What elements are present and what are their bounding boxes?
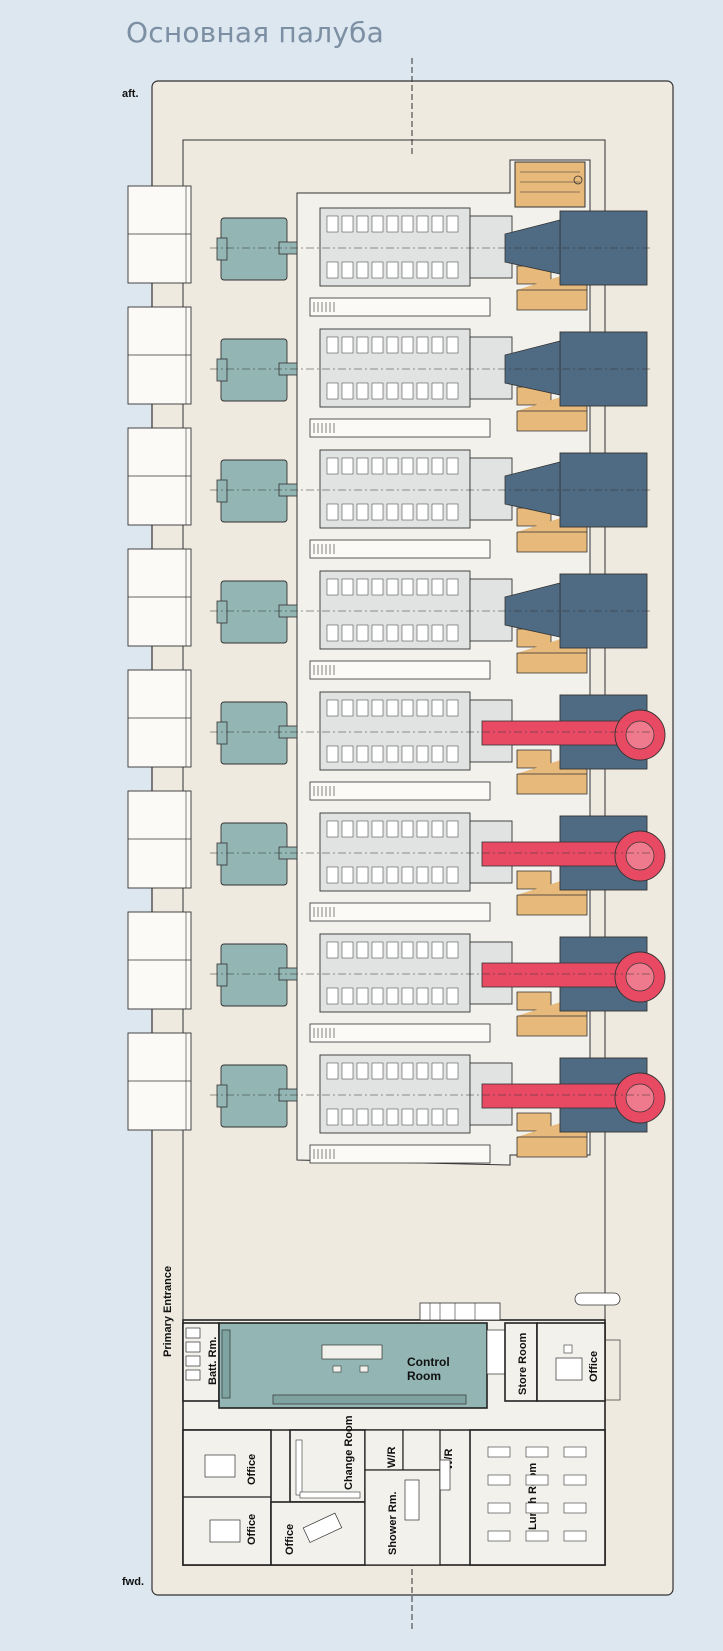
lunch-table (487, 1446, 511, 1458)
engine-rows (210, 207, 666, 1164)
engine-row (210, 933, 666, 1043)
enclosures (127, 185, 192, 1131)
engine-row (210, 207, 650, 317)
exhaust-duct (504, 461, 561, 517)
change-room-label: Change Room (343, 1415, 355, 1490)
exhaust-duct (481, 1083, 623, 1109)
lunch-table (487, 1530, 511, 1542)
lunch-room-label: Lunch Room (527, 1463, 539, 1530)
lunch-table (563, 1446, 587, 1458)
control-room (218, 1322, 488, 1409)
lunch-table (563, 1474, 587, 1486)
generator (220, 459, 288, 523)
engine-row (210, 328, 650, 438)
exhaust-duct (481, 841, 623, 867)
aft-marker: aft. (122, 88, 139, 100)
enclosure-box (127, 548, 192, 647)
control-room-label-2: Room (407, 1369, 441, 1383)
walkway (309, 902, 491, 922)
engine-row (210, 449, 650, 559)
enclosure-box (127, 306, 192, 405)
enclosure-box (127, 669, 192, 768)
office-right-label: Office (588, 1351, 600, 1382)
lunch-table (487, 1502, 511, 1514)
walkway (309, 1144, 491, 1164)
generator (220, 822, 288, 886)
engine-row (210, 691, 666, 801)
batt-room-label: Batt. Rm. (207, 1337, 219, 1385)
lunch-table (563, 1502, 587, 1514)
engine-row (210, 812, 666, 922)
shower-room-label: Shower Rm. (387, 1491, 399, 1555)
generator (220, 701, 288, 765)
lunch-table (487, 1474, 511, 1486)
walkway (309, 660, 491, 680)
enclosure-box (127, 427, 192, 526)
walkway (309, 781, 491, 801)
control-room-label-1: Control (407, 1355, 450, 1369)
store-room (504, 1322, 538, 1402)
exhaust-duct (481, 962, 623, 988)
generator (220, 1064, 288, 1128)
enclosure-box (127, 1032, 192, 1131)
generator (220, 943, 288, 1007)
office-c-label: Office (284, 1524, 296, 1555)
office-b-label: Office (246, 1514, 258, 1545)
engine-row (210, 570, 650, 680)
lunch-table (525, 1502, 549, 1514)
engine-row (210, 1054, 666, 1164)
generator (220, 580, 288, 644)
exhaust-duct (504, 340, 561, 396)
enclosure-box (127, 911, 192, 1010)
lunch-table (563, 1530, 587, 1542)
store-room-label: Store Room (517, 1332, 529, 1395)
enclosure-box (127, 790, 192, 889)
fuel-module (514, 161, 586, 208)
lunch-table (525, 1474, 549, 1486)
wr-1 (364, 1429, 404, 1471)
primary-entrance-label: Primary Entrance (162, 1266, 174, 1357)
fwd-marker: fwd. (122, 1576, 144, 1588)
office-a-label: Office (246, 1454, 258, 1485)
generator (220, 338, 288, 402)
walkway (309, 297, 491, 317)
wr-1-label: W/R (386, 1447, 398, 1468)
lower-building: Batt. Rm. Control Room Store Room Office… (182, 1292, 621, 1566)
wr-2 (402, 1429, 441, 1471)
lunch-table (525, 1530, 549, 1542)
shower-room (364, 1469, 441, 1566)
generator (220, 217, 288, 281)
enclosure-box (127, 185, 192, 284)
exhaust-duct (504, 219, 561, 275)
walkway (309, 418, 491, 438)
exhaust-duct (504, 582, 561, 638)
walkway (309, 1023, 491, 1043)
walkway (309, 539, 491, 559)
exhaust-duct (481, 720, 623, 746)
page-title: Основная палуба (126, 16, 384, 49)
lunch-table (525, 1446, 549, 1458)
